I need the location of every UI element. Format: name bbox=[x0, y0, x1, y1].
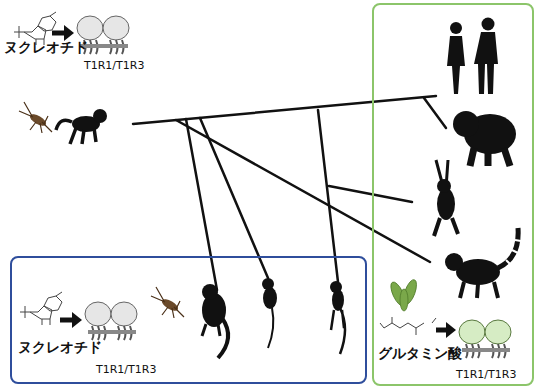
group-box: ヌクレオチド T1R1/T1R3 bbox=[10, 256, 367, 384]
group-box: グルタミン酸 T1R1/T1R3 bbox=[372, 3, 534, 386]
label-text: ヌクレオチド bbox=[4, 40, 88, 55]
node-text: ヌクレオチド bbox=[18, 340, 102, 355]
node-text: T1R1/T1R3 bbox=[96, 364, 156, 376]
label-text: T1R1/T1R3 bbox=[84, 60, 144, 72]
node-text: グルタミン酸 bbox=[378, 346, 462, 361]
node-text: T1R1/T1R3 bbox=[456, 369, 516, 381]
